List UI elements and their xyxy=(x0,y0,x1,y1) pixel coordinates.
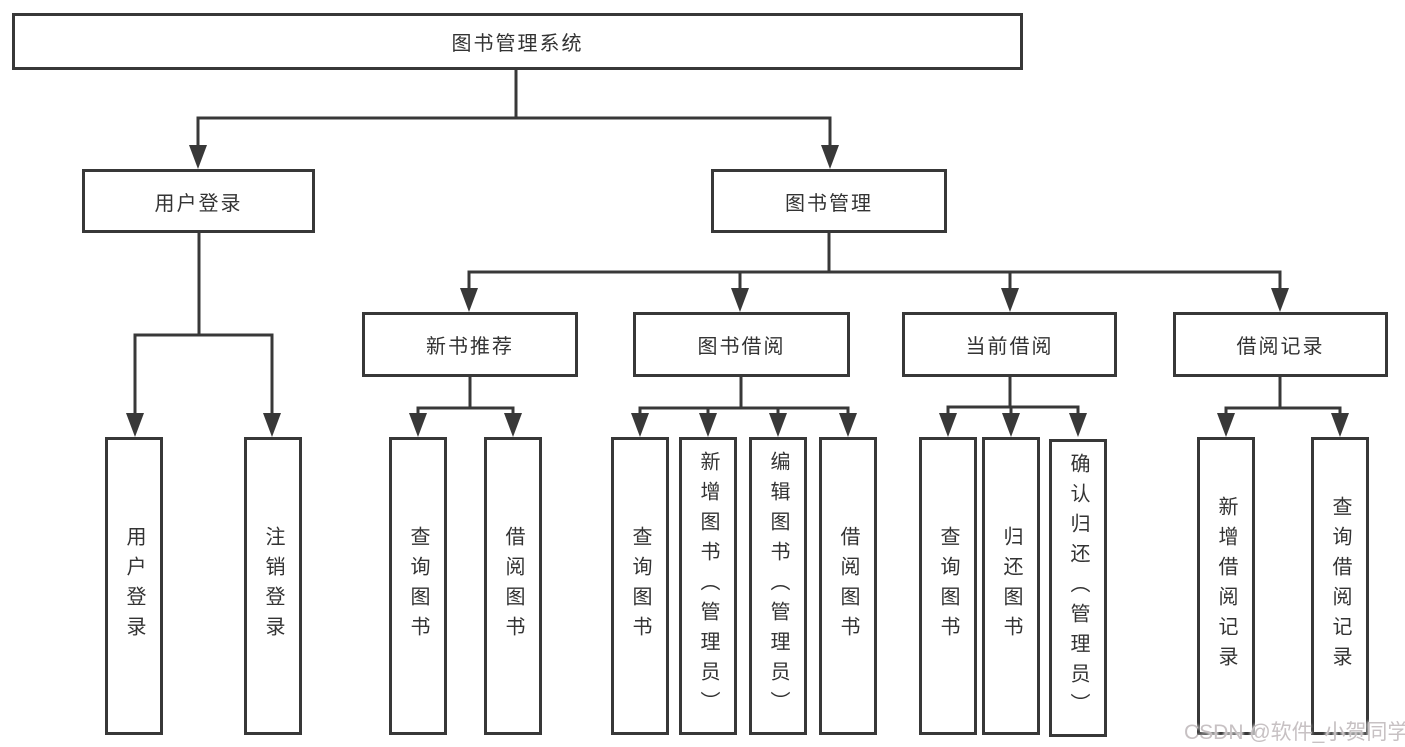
csdn-watermark: CSDN @软件_小贺同学 xyxy=(1184,721,1405,744)
leaf-current-query-books: 查询图书 xyxy=(919,437,977,735)
leaf-borrow-add-books-admin: 新增图书（管理员） xyxy=(679,437,737,735)
arrowheads xyxy=(126,145,1349,437)
leaf-borrow-edit-books-admin-label: 编辑图书（管理员） xyxy=(767,451,789,721)
leaf-records-add-borrow-record-label: 新增借阅记录 xyxy=(1215,496,1237,676)
leaf-recommend-query-books: 查询图书 xyxy=(389,437,447,735)
node-borrow-records-label: 借阅记录 xyxy=(1236,336,1325,358)
leaf-records-query-borrow-record: 查询借阅记录 xyxy=(1311,437,1369,735)
node-book-management-label: 图书管理 xyxy=(785,192,873,215)
leaf-logout: 注销登录 xyxy=(244,437,302,735)
leaf-logout-label: 注销登录 xyxy=(262,526,284,646)
node-root-label: 图书管理系统 xyxy=(451,33,584,55)
node-book-borrow: 图书借阅 xyxy=(633,312,850,377)
node-new-book-recommend: 新书推荐 xyxy=(362,312,578,377)
leaf-borrow-add-books-admin-label: 新增图书（管理员） xyxy=(697,451,719,721)
leaf-borrow-query-books-label: 查询图书 xyxy=(629,526,651,646)
leaf-current-confirm-return-admin: 确认归还（管理员） xyxy=(1049,439,1107,737)
node-current-borrow: 当前借阅 xyxy=(902,312,1117,377)
leaf-borrow-borrow-books: 借阅图书 xyxy=(819,437,877,735)
leaf-user-login-label: 用户登录 xyxy=(123,526,145,646)
leaf-current-return-books: 归还图书 xyxy=(982,437,1040,735)
leaf-current-query-books-label: 查询图书 xyxy=(937,526,959,646)
leaf-recommend-query-books-label: 查询图书 xyxy=(407,526,429,646)
node-root: 图书管理系统 xyxy=(12,13,1023,70)
node-current-borrow-label: 当前借阅 xyxy=(965,336,1054,358)
node-borrow-records: 借阅记录 xyxy=(1173,312,1388,377)
node-book-borrow-label: 图书借阅 xyxy=(697,336,786,358)
node-book-management: 图书管理 xyxy=(711,169,947,233)
leaf-records-query-borrow-record-label: 查询借阅记录 xyxy=(1329,496,1351,676)
leaf-borrow-edit-books-admin: 编辑图书（管理员） xyxy=(749,437,807,735)
leaf-current-confirm-return-admin-label: 确认归还（管理员） xyxy=(1067,453,1089,723)
leaf-records-add-borrow-record: 新增借阅记录 xyxy=(1197,437,1255,735)
leaf-borrow-borrow-books-label: 借阅图书 xyxy=(837,526,859,646)
leaf-borrow-query-books: 查询图书 xyxy=(611,437,669,735)
leaf-recommend-borrow-books-label: 借阅图书 xyxy=(502,526,524,646)
node-new-book-recommend-label: 新书推荐 xyxy=(426,336,514,358)
connector-paths xyxy=(133,68,1342,420)
leaf-user-login: 用户登录 xyxy=(105,437,163,735)
node-user-login-label: 用户登录 xyxy=(154,192,243,215)
node-user-login: 用户登录 xyxy=(82,169,315,233)
leaf-recommend-borrow-books: 借阅图书 xyxy=(484,437,542,735)
leaf-current-return-books-label: 归还图书 xyxy=(1000,526,1022,646)
